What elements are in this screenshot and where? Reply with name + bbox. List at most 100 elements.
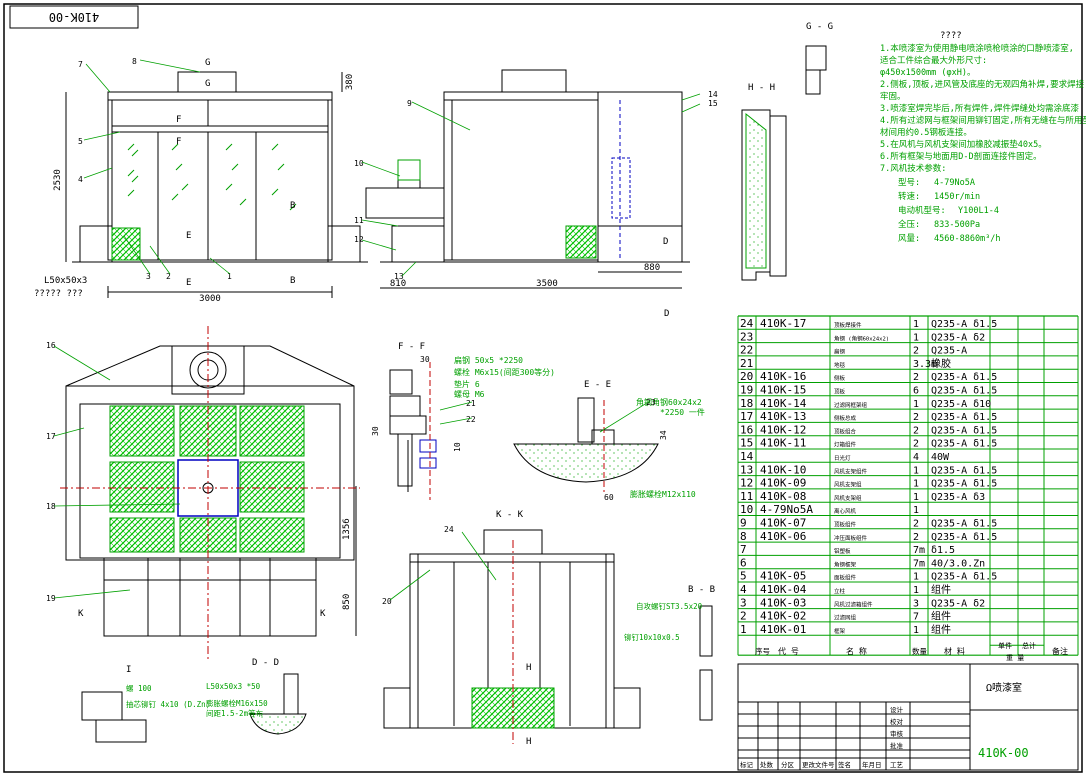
bom-row-qty: 1 xyxy=(913,332,919,343)
dim-side-right: 880 xyxy=(644,263,660,273)
section-mark-h2: H xyxy=(526,737,531,747)
bom-row-no: 19 xyxy=(740,384,753,397)
bom-row-material: Q235-A δ1.5 xyxy=(931,425,997,436)
bom-row-code: 410K-02 xyxy=(760,610,806,623)
bom-row-no: 23 xyxy=(740,330,753,343)
i-callouts: 螺 100 抽芯铆钉 4x10 (D.Zn) xyxy=(126,683,210,709)
dd-section xyxy=(249,673,307,735)
front-section-marks: G G F F E E B B xyxy=(176,58,295,288)
bom-header-total: 总计 xyxy=(1022,641,1036,650)
bom-row-name: 顶板组件 xyxy=(834,521,857,529)
title-drawing-no: 410K-00 xyxy=(978,746,1029,760)
bom-row-qty: 1 xyxy=(913,479,919,490)
bom-row-material: Q235-A δ1.5 xyxy=(931,519,997,530)
fan-spec-label: 全压: xyxy=(898,219,920,230)
bom-row-code: 410K-04 xyxy=(760,583,807,596)
bom-row-name: 顶板焊接件 xyxy=(834,321,862,329)
bom-row-qty: 2 xyxy=(913,425,919,436)
fan-spec-value: 4-79No5A xyxy=(934,178,975,188)
bom-row-no: 22 xyxy=(740,344,753,357)
part-label: 23 xyxy=(646,398,656,407)
bom-row-name: 面板组件 xyxy=(834,574,857,582)
bom-row-material: 组件 xyxy=(931,583,951,596)
ff-callouts: 扁钢 50x5 *2250 螺栓 M6x15(间距300等分) 垫片 6 螺母 … xyxy=(454,355,555,399)
bom-row-qty: 7m xyxy=(913,545,925,556)
bom-row-name: 地毯 xyxy=(834,361,846,369)
bottom-label: 年月日 xyxy=(862,760,882,769)
bom-row-name: 框架 xyxy=(834,627,846,635)
fan-spec-value: 1450r/min xyxy=(934,192,980,202)
gg-section xyxy=(805,45,827,95)
part-label: 13 xyxy=(394,272,404,281)
bom-row-qty: 1 xyxy=(913,399,919,410)
part-label: 8 xyxy=(132,57,137,66)
part-label: 10 xyxy=(354,159,364,168)
part-label: 3 xyxy=(146,272,151,281)
role-label: 审核 xyxy=(890,729,904,738)
side-view xyxy=(365,69,690,289)
part-label: 15 xyxy=(708,99,718,108)
bom-header-qty: 数量 xyxy=(912,646,927,656)
section-mark-f1: F xyxy=(176,115,181,125)
bom-row-material: δ1.5 xyxy=(931,545,955,556)
section-mark-g1: G xyxy=(205,58,210,68)
i-callout: 螺 100 xyxy=(126,683,152,693)
title-bottom-labels: 标记 处数 分区 更改文件号 签名 年月日 xyxy=(740,760,882,769)
bom-row-no: 11 xyxy=(740,490,753,503)
fan-spec-label: 型号: xyxy=(898,178,920,188)
bom-row-code: 410K-15 xyxy=(760,384,806,397)
bom-row-no: 3 xyxy=(740,596,747,609)
dim-kk-1356: 1356 xyxy=(342,518,352,540)
bom-row-name: 扁钢 xyxy=(834,348,846,356)
dim-side-width: 3500 xyxy=(536,279,558,289)
drawing-number-box xyxy=(9,5,139,29)
part-label: 2 xyxy=(166,272,171,281)
dim-ee-34: 34 xyxy=(659,430,668,440)
view-dd-title: D - D xyxy=(252,658,279,668)
bom-header-weight: 重 量 xyxy=(1006,654,1024,662)
bom-row-qty: 1 xyxy=(913,492,919,503)
bom-row-material: Q235-A δ1.5 xyxy=(931,319,997,330)
bom-row-name: 顶板 xyxy=(834,388,846,396)
bom-row-no: 15 xyxy=(740,437,753,450)
bom-row-name: 角钢框架 xyxy=(834,560,857,568)
fan-motor xyxy=(397,159,421,181)
bom-row-code: 410K-11 xyxy=(760,437,806,450)
part-label: 17 xyxy=(46,432,56,441)
bom-row-code: 410K-01 xyxy=(760,623,806,636)
bom-row-code: 410K-14 xyxy=(760,397,807,410)
section-mark-k2: K xyxy=(320,609,326,619)
note-line: 3.喷漆室焊完毕后,所有焊件,焊件焊缝处均需涂底漆 xyxy=(880,103,1079,114)
ee-callouts: 角钢角钢60x24x2 *2250 一件 膨胀螺栓M12x110 xyxy=(630,397,705,499)
role-label: 工艺 xyxy=(890,761,904,769)
bom-header-material: 材 料 xyxy=(944,646,965,656)
bom-header-code: 代 号 xyxy=(778,646,799,656)
dd-callout: 间距1.5-2m等布 xyxy=(206,708,264,718)
note-line: 4.所有过滤网与框架间用铆钉固定,所有无缝在与所用型 xyxy=(880,115,1086,126)
bom-row-code: 4-79No5A xyxy=(760,503,813,516)
bom-row-name: 铝塑板 xyxy=(834,547,851,555)
part-label: 20 xyxy=(382,597,392,606)
dim-front-height: 2530 xyxy=(53,169,63,191)
section-mark-g2: G xyxy=(205,79,210,89)
bom-row-name: 侧板总成 xyxy=(834,414,857,422)
bom-row-code: 410K-16 xyxy=(760,370,806,383)
bom-row-name: 立柱 xyxy=(834,587,846,595)
ff-callout: 垫片 6 xyxy=(454,379,480,389)
bb-section xyxy=(699,605,713,721)
bom-row-no: 7 xyxy=(740,543,747,556)
part-label: 11 xyxy=(354,216,364,225)
bottom-label: 标记 xyxy=(740,760,754,769)
part-label: 1 xyxy=(227,272,232,281)
hh-section xyxy=(741,109,787,281)
bottom-label: 签名 xyxy=(838,760,851,769)
section-mark-d1: D xyxy=(663,237,668,247)
bom-row-no: 4 xyxy=(740,583,747,596)
bom-row-name: 风机过滤箱组件 xyxy=(834,600,873,608)
bom-row-name: 过滤网框架组 xyxy=(834,401,868,409)
bom-row-name: 顶板组合 xyxy=(834,427,857,435)
bom-row-no: 20 xyxy=(740,370,753,383)
bom-row-name: 风机支架组 xyxy=(834,494,862,502)
dd-callouts: L50x50x3 *50 膨胀螺栓M16x150 间距1.5-2m等布 xyxy=(206,682,268,718)
